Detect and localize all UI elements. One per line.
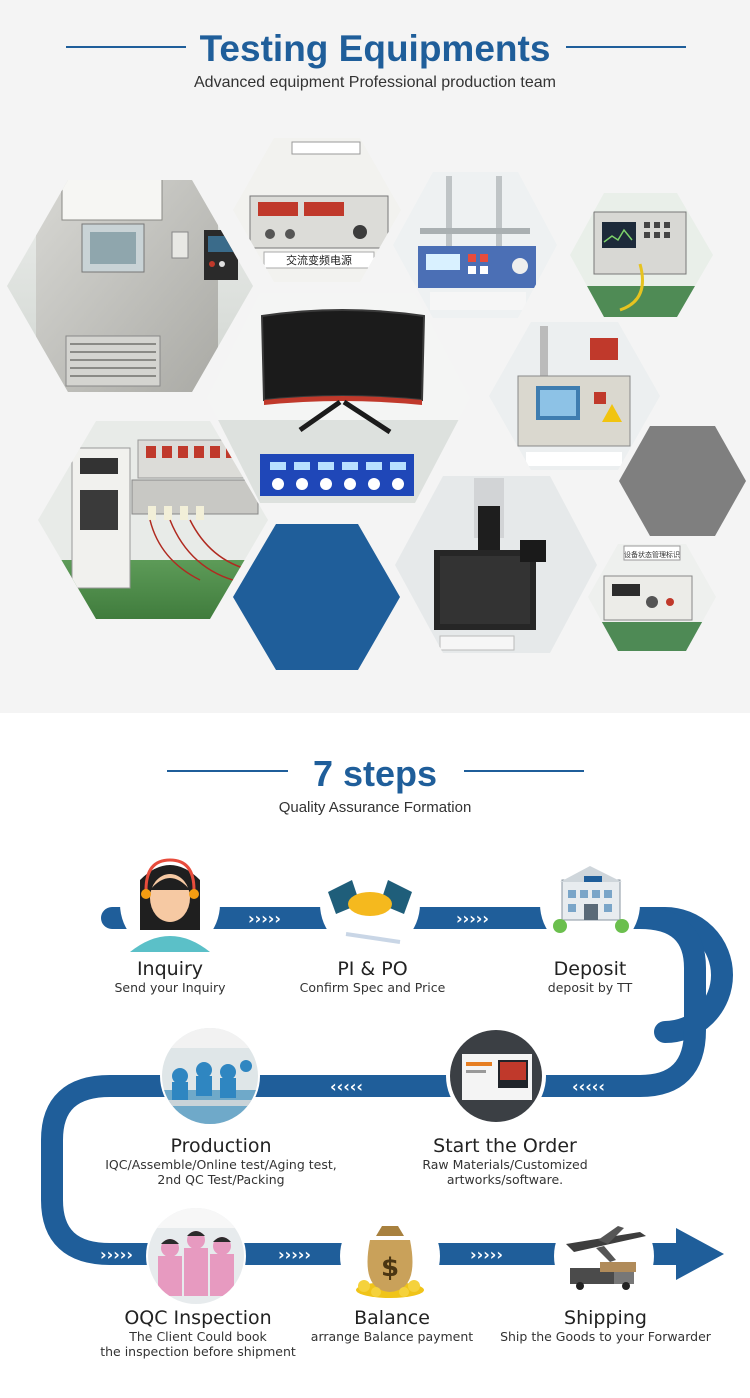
voltage-tester-sign: 设备状态管理标识 bbox=[624, 550, 680, 559]
steps-subtitle: Quality Assurance Formation bbox=[278, 799, 472, 816]
step-oqc-inspection: OQC Inspection The Client Could book the… bbox=[88, 1307, 308, 1359]
equipment-subtitle: Advanced equipment Professional producti… bbox=[194, 74, 556, 91]
step-desc: The Client Could book bbox=[129, 1329, 267, 1344]
step-deposit: Deposit deposit by TT bbox=[520, 958, 660, 995]
step-desc-line2: the inspection before shipment bbox=[100, 1344, 296, 1359]
step-desc: deposit by TT bbox=[547, 980, 633, 995]
step-title: Start the Order bbox=[433, 1135, 577, 1157]
hex-gray-accent bbox=[619, 426, 746, 536]
step-title: Shipping bbox=[564, 1307, 647, 1329]
step-desc: Send your Inquiry bbox=[114, 980, 226, 995]
title-rule-left bbox=[66, 46, 186, 48]
hex-blue-accent bbox=[233, 524, 400, 670]
equipment-section: Testing Equipments Advanced equipment Pr… bbox=[0, 0, 750, 713]
hex-esd-station bbox=[395, 476, 597, 653]
step-desc: arrange Balance payment bbox=[310, 1329, 474, 1344]
hex-power-source: 交流变频电源 bbox=[233, 138, 401, 282]
hex-voltage-tester: 设备状态管理标识 bbox=[588, 544, 716, 651]
step-inquiry: Inquiry Send your Inquiry bbox=[95, 958, 245, 995]
step-shipping: Shipping Ship the Goods to your Forwarde… bbox=[498, 1307, 713, 1344]
hex-force-tester bbox=[393, 172, 557, 318]
step-desc-line2: 2nd QC Test/Packing bbox=[157, 1172, 285, 1187]
step-desc: Confirm Spec and Price bbox=[299, 980, 446, 995]
hex-test-chamber bbox=[7, 180, 253, 392]
step-title: OQC Inspection bbox=[124, 1307, 272, 1329]
step-desc-line2: artworks/software. bbox=[446, 1172, 564, 1187]
step-title: Deposit bbox=[553, 958, 627, 980]
equipment-hex-collage: 交流变频电源 bbox=[7, 138, 746, 670]
step-desc: Raw Materials/Customized bbox=[422, 1157, 588, 1172]
steps-section: 7 steps Quality Assurance Formation bbox=[0, 713, 750, 1398]
step-title: PI & PO bbox=[337, 958, 408, 980]
hex-press-tester bbox=[489, 322, 660, 470]
step-balance: Balance arrange Balance payment bbox=[302, 1307, 482, 1344]
hex-spectrum-analyzer bbox=[570, 193, 713, 317]
step-title: Production bbox=[170, 1135, 272, 1157]
step-start-order: Start the Order Raw Materials/Customized… bbox=[410, 1135, 600, 1187]
step-title: Inquiry bbox=[136, 958, 204, 980]
steps-rule-left bbox=[167, 770, 288, 772]
steps-title: 7 steps bbox=[312, 753, 438, 794]
equipment-title: Testing Equipments bbox=[199, 28, 551, 69]
step-pi-po: PI & PO Confirm Spec and Price bbox=[290, 958, 455, 995]
power-source-label: 交流变频电源 bbox=[286, 253, 352, 267]
step-desc: Ship the Goods to your Forwarder bbox=[500, 1329, 711, 1344]
title-rule-right bbox=[566, 46, 686, 48]
step-desc: IQC/Assemble/Online test/Aging test, bbox=[105, 1157, 337, 1172]
step-production: Production IQC/Assemble/Online test/Agin… bbox=[96, 1135, 346, 1187]
steps-rule-right bbox=[464, 770, 584, 772]
step-title: Balance bbox=[354, 1307, 430, 1329]
hex-curved-monitor bbox=[207, 293, 470, 503]
